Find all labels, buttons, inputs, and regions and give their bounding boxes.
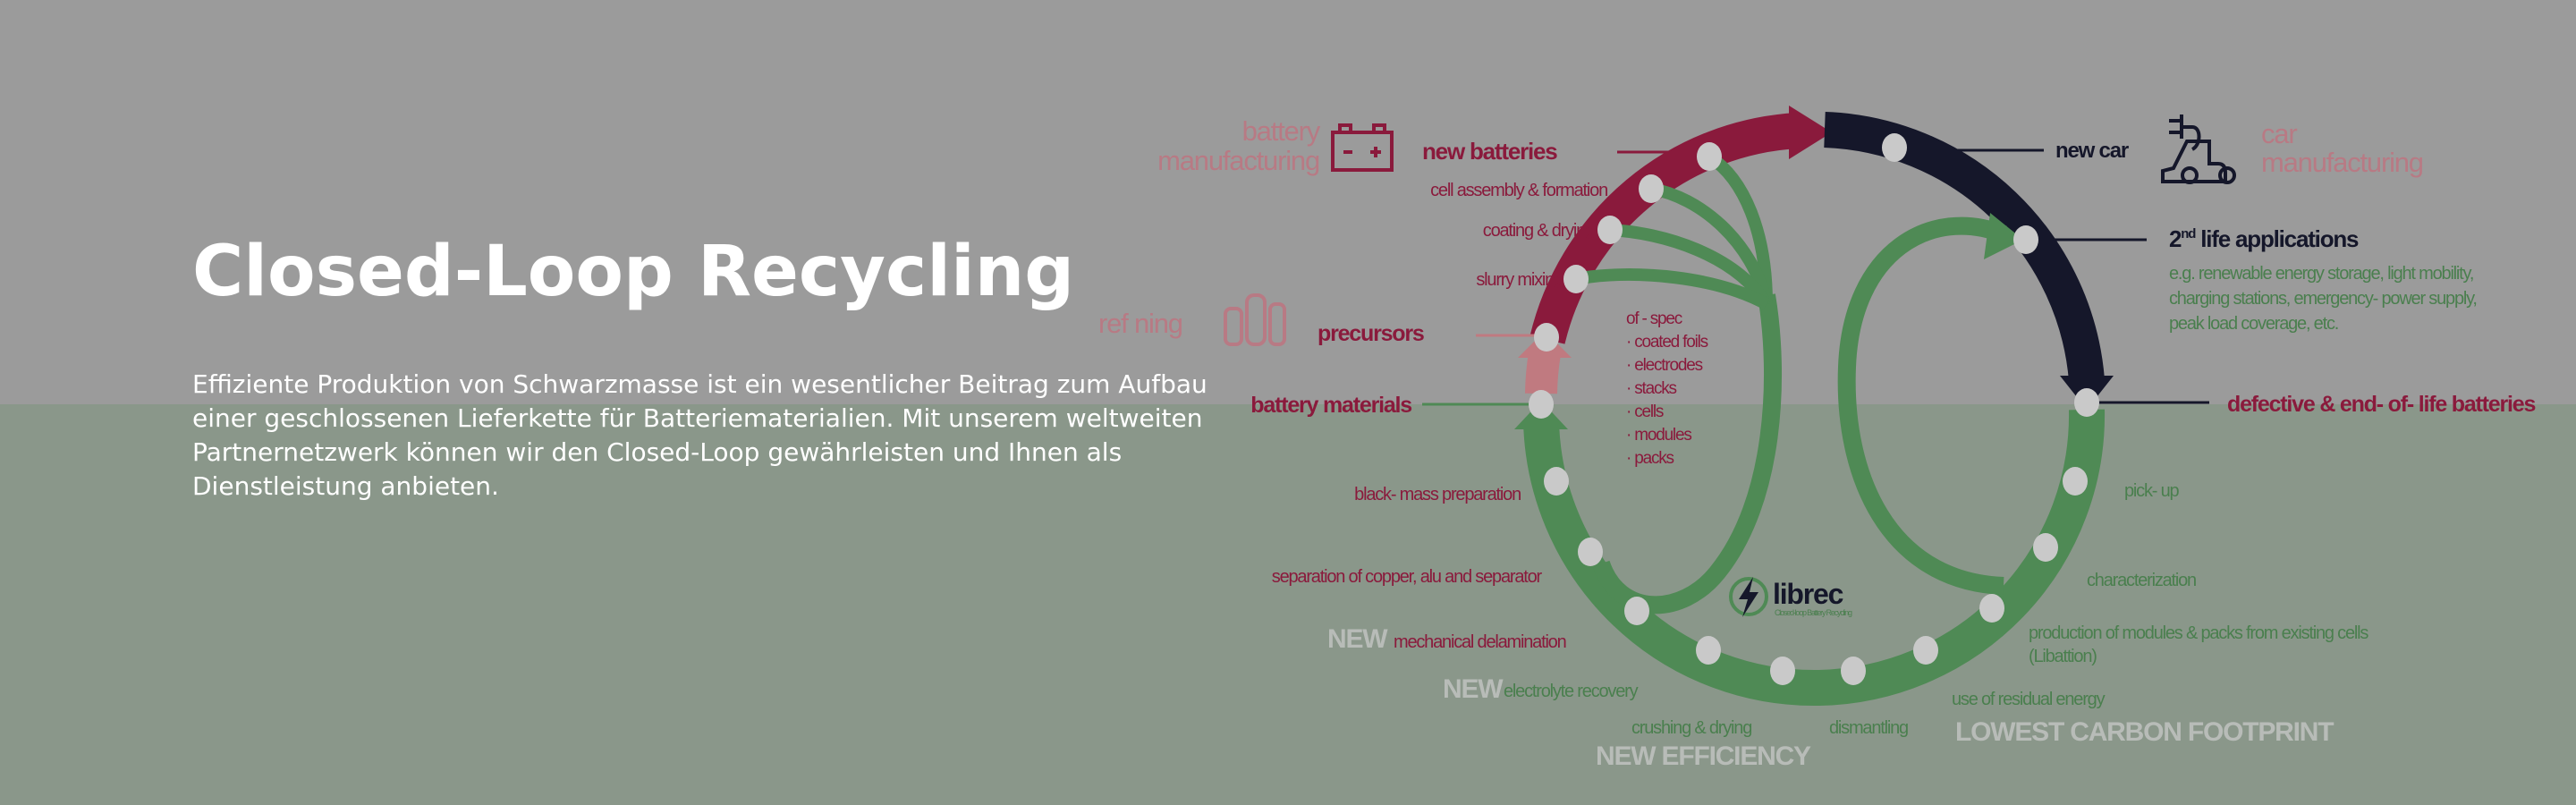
background-lower [0,404,2576,805]
label-new-car: new car [2055,139,2129,163]
off-spec-item: · coated foils [1626,333,1708,352]
battery-icon [1331,123,1394,172]
arrow-second-life [1984,213,2023,259]
node-dismantling [1841,657,1866,685]
fan-to-slurry [1572,268,1770,310]
logo-tagline: Closed-loop Battery Recycling [1775,608,1852,617]
node-delamination [1624,597,1649,625]
off-spec-item: · modules [1626,426,1691,445]
node-slurry [1563,265,1589,293]
description-line: einer geschlossenen Lieferkette für Batt… [192,403,1203,433]
ring-segment-manufacturing [1530,113,1800,344]
label-production: production of modules & packs from exist… [2029,623,2368,643]
ring-segment-recycling [1523,409,2106,706]
second-life-examples: peak load coverage, etc. [2169,314,2338,334]
off-spec-item: · stacks [1626,379,1677,398]
label-slurry: slurry mixing [1476,270,1563,290]
ring-segment-use [1824,112,2105,382]
node-second-life [2013,225,2038,254]
label-cell-assembly: cell assembly & formation [1430,181,1607,200]
second-life-num: 2 [2169,225,2182,252]
refining-icon [1224,293,1286,346]
node-pick-up [2063,467,2088,496]
label-pick-up: pick- up [2124,481,2180,501]
battery-manufacturing-label: battery [1242,115,1321,147]
label-precursors: precursors [1318,321,1424,346]
background-upper [0,0,2576,404]
page-title: Closed-Loop Recycling [192,232,1075,312]
librec-logo: librec Closed-loop Battery Recycling [1729,577,1853,617]
label-delamination: mechanical delamination [1394,632,1566,652]
label-defective: defective & end- of- life batteries [2227,392,2535,417]
node-new-batteries [1697,142,1722,171]
off-spec-item: · packs [1626,449,1674,468]
second-life-examples: charging stations, emergency- power supp… [2169,289,2477,309]
node-precursors [1534,323,1559,352]
fan-to-coating [1609,224,1772,308]
second-life-sup: nd [2181,226,2196,242]
inner-loop-right [1837,216,2007,595]
label-production-2: (Libattion) [2029,647,2097,666]
lightning-icon [1739,577,1758,617]
second-life-examples: e.g. renewable energy storage, light mob… [2169,264,2473,284]
label-residual-energy: use of residual energy [1952,690,2106,709]
label-second-life: 2nd life applications [2169,225,2359,252]
off-spec-list: of - spec · coated foils · electrodes · … [1626,309,1709,468]
arrow-new-car [1789,106,1832,159]
node-residual-energy [1913,636,1938,665]
node-cell-assembly [1639,174,1664,203]
car-manufacturing-label-2: manufacturing [2261,147,2423,178]
label-dismantling: dismantling [1829,718,1908,738]
node-production [1979,594,2004,623]
label-lowest-carbon: LOWEST CARBON FOOTPRINT [1955,717,2334,747]
new-badge-delamination: NEW [1327,624,1388,654]
node-new-car [1882,133,1907,162]
node-separation [1578,538,1603,566]
description-line: Partnernetzwerk können wir den Closed-Lo… [192,437,1123,467]
label-coating: coating & drying [1483,221,1594,241]
refining-label: ref ning [1098,308,1182,339]
description-line: Effiziente Produktion von Schwarzmasse i… [192,369,1208,399]
off-spec-item: · cells [1626,402,1664,421]
node-coating [1597,216,1623,244]
node-electrolyte [1696,636,1721,665]
label-new-batteries: new batteries [1422,138,1557,165]
new-badge-electrolyte: NEW [1443,674,1504,704]
second-life-text: life applications [2195,225,2359,252]
ring-segment-refining [1525,351,1561,394]
battery-manufacturing-label-2: manufacturing [1157,145,1319,176]
label-crushing: crushing & drying [1631,718,1751,738]
label-characterization: characterization [2087,571,2196,590]
hero-section: Closed-Loop Recycling Effiziente Produkt… [192,237,1445,504]
hero-description: Effiziente Produktion von Schwarzmasse i… [192,368,1445,504]
label-black-mass: black- mass preparation [1354,485,1521,504]
off-spec-heading: of - spec [1626,309,1682,328]
node-battery-materials [1529,390,1554,419]
fan-to-cell-assembly [1649,182,1773,306]
label-separation: separation of copper, alu and separator [1272,567,1543,587]
logo-wordmark: librec [1773,578,1843,610]
process-nodes [1529,133,2099,685]
off-spec-item: · electrodes [1626,356,1703,375]
node-crushing [1770,657,1795,685]
label-new-efficiency: NEW EFFICIENCY [1596,741,1811,771]
label-battery-materials: battery materials [1250,393,1411,418]
electric-car-icon [2161,114,2236,184]
node-characterization [2033,533,2058,562]
node-defective [2074,388,2099,417]
car-manufacturing-label: car [2261,118,2297,149]
label-electrolyte: electrolyte recovery [1504,682,1639,701]
node-black-mass [1544,467,1569,496]
description-line: Dienstleistung anbieten. [192,471,499,501]
